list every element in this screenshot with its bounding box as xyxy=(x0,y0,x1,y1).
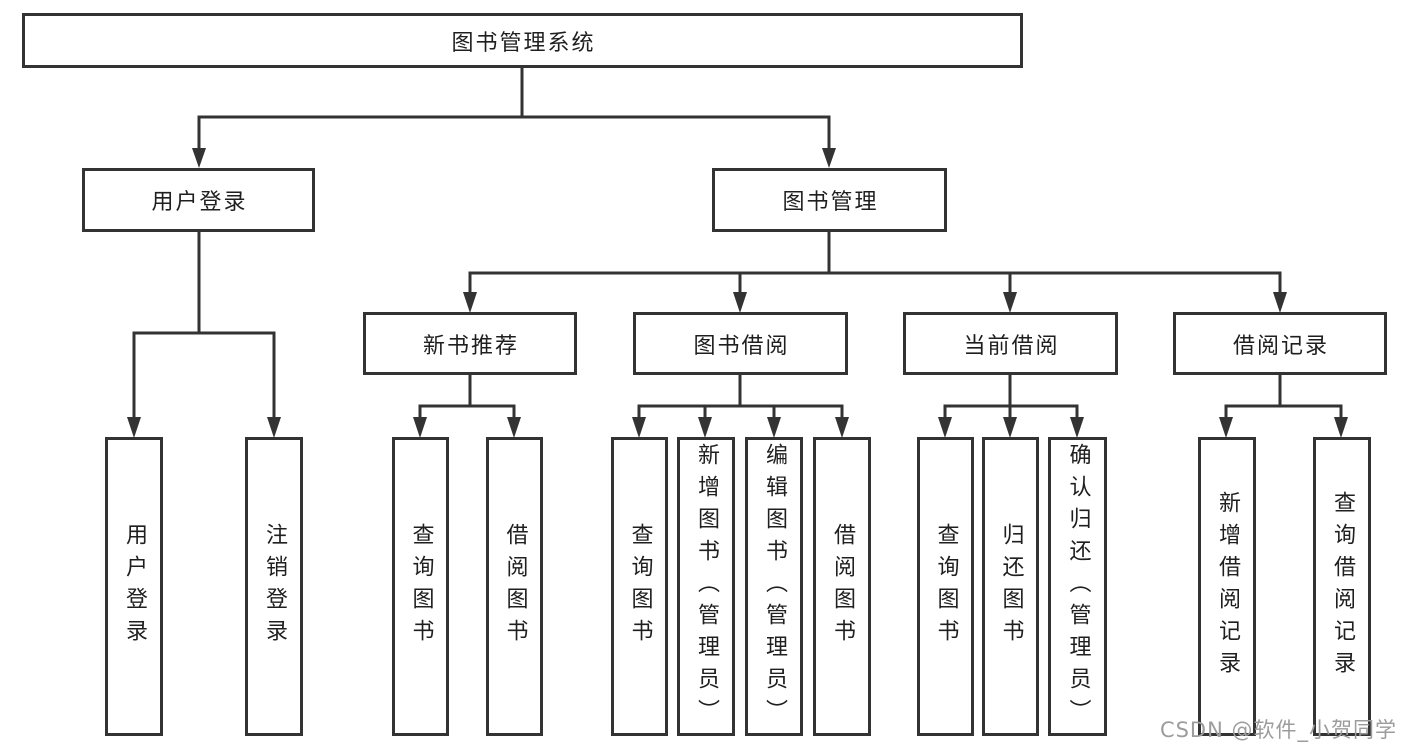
node-book-borrow: 图书借阅 xyxy=(633,312,848,375)
leaf-query-books-current: 查询图书 xyxy=(917,437,974,736)
node-borrow-records: 借阅记录 xyxy=(1173,312,1387,375)
arrowheads xyxy=(127,148,1348,438)
leaf-query-books-borrow: 查询图书 xyxy=(611,437,668,736)
leaf-edit-books-admin: 编辑图书（管理员） xyxy=(745,437,803,736)
leaf-borrow-books-recommend: 借阅图书 xyxy=(486,437,543,736)
node-root-system: 图书管理系统 xyxy=(22,13,1023,68)
connector-userlogin-to-leaves xyxy=(132,232,276,419)
connector-bookmgmt-to-level3 xyxy=(468,232,1282,294)
leaf-logout: 注销登录 xyxy=(245,437,303,736)
node-new-book-recommend: 新书推荐 xyxy=(363,312,577,375)
node-book-management: 图书管理 xyxy=(712,168,947,232)
leaf-borrow-books: 借阅图书 xyxy=(813,437,871,736)
leaf-confirm-return-admin: 确认归还（管理员） xyxy=(1048,437,1107,736)
connector-root-to-level2 xyxy=(197,68,831,150)
leaf-add-borrow-record: 新增借阅记录 xyxy=(1198,437,1256,736)
watermark-text: CSDN @软件_小贺同学 xyxy=(1159,718,1397,742)
leaf-query-borrow-record: 查询借阅记录 xyxy=(1313,437,1371,736)
connector-current-to-leaves xyxy=(943,375,1079,419)
leaf-query-books-recommend: 查询图书 xyxy=(392,437,449,736)
node-current-borrow: 当前借阅 xyxy=(903,312,1118,375)
leaf-add-books-admin: 新增图书（管理员） xyxy=(677,437,735,736)
connector-records-to-leaves xyxy=(1224,375,1343,419)
node-user-login: 用户登录 xyxy=(82,168,315,232)
leaf-user-login: 用户登录 xyxy=(105,437,163,736)
connector-borrow-to-leaves xyxy=(637,375,844,419)
leaf-return-books: 归还图书 xyxy=(982,437,1039,736)
connector-newbook-to-leaves xyxy=(418,375,516,419)
